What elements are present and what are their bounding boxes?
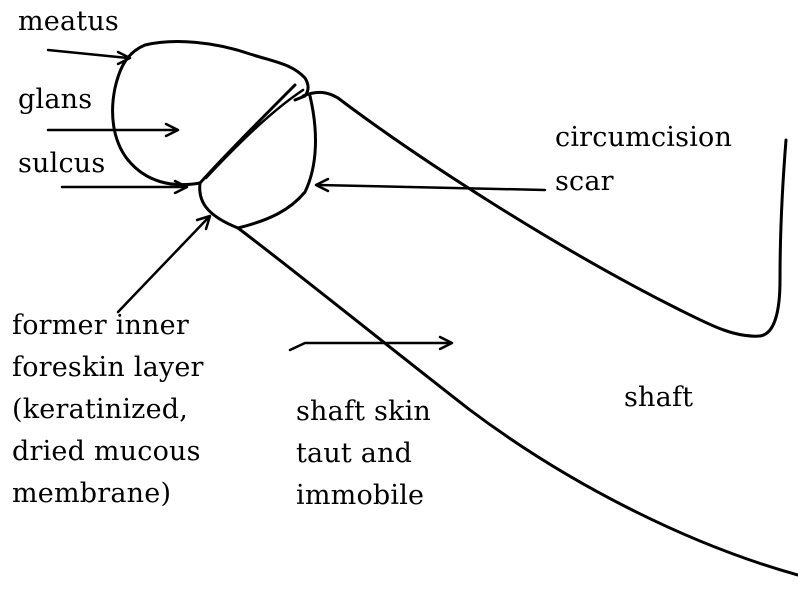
- shaft-skin-label-line1: shaft skin: [296, 394, 431, 430]
- circumcision-scar-label-line2: scar: [555, 164, 614, 200]
- meatus-arrow: [48, 50, 130, 64]
- shaft-skin-label-line3: immobile: [296, 478, 424, 514]
- former-inner-label-line4: dried mucous: [12, 434, 201, 470]
- glans-outline: [113, 42, 308, 185]
- former-inner-label-line5: membrane): [12, 476, 171, 512]
- circumcision-scar-label-line1: circumcision: [555, 120, 732, 156]
- body-edge-line: [760, 140, 786, 336]
- sulcus-line-inner: [206, 90, 303, 178]
- meatus-label: meatus: [18, 4, 119, 40]
- former-inner-label-line2: foreskin layer: [12, 350, 204, 386]
- shaft-skin-arrow: [290, 337, 452, 350]
- shaft-skin-label-line2: taut and: [296, 436, 412, 472]
- former-inner-label-line1: former inner: [12, 308, 189, 344]
- sulcus-label: sulcus: [18, 146, 105, 182]
- former-inner-label-line3: (keratinized,: [12, 392, 188, 428]
- scar-band-side: [238, 96, 315, 228]
- scar-band-top: [303, 92, 338, 98]
- inner-layer-arrow: [118, 216, 210, 312]
- shaft-label: shaft: [624, 380, 693, 416]
- scar-arrow: [316, 179, 545, 191]
- glans-label: glans: [18, 82, 92, 118]
